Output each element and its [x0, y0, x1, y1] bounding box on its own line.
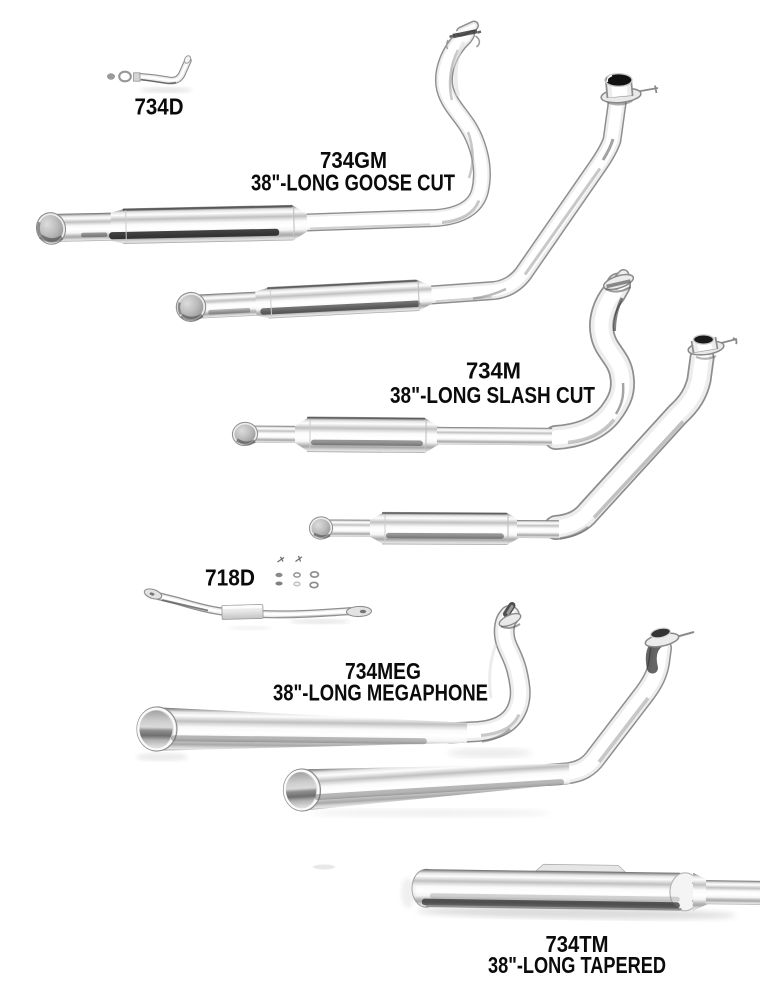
svg-text:734TM: 734TM	[546, 931, 609, 957]
svg-text:38"-LONG SLASH CUT: 38"-LONG SLASH CUT	[390, 382, 596, 408]
svg-text:38"-LONG MEGAPHONE: 38"-LONG MEGAPHONE	[273, 680, 488, 706]
svg-text:734D: 734D	[135, 94, 184, 120]
svg-text:718D: 718D	[205, 565, 255, 591]
svg-text:734GM: 734GM	[320, 147, 387, 173]
svg-text:38"-LONG GOOSE CUT: 38"-LONG GOOSE CUT	[251, 170, 456, 196]
svg-text:734MEG: 734MEG	[345, 658, 421, 684]
svg-text:38"-LONG TAPERED: 38"-LONG TAPERED	[488, 952, 666, 978]
svg-text:734M: 734M	[466, 358, 521, 384]
